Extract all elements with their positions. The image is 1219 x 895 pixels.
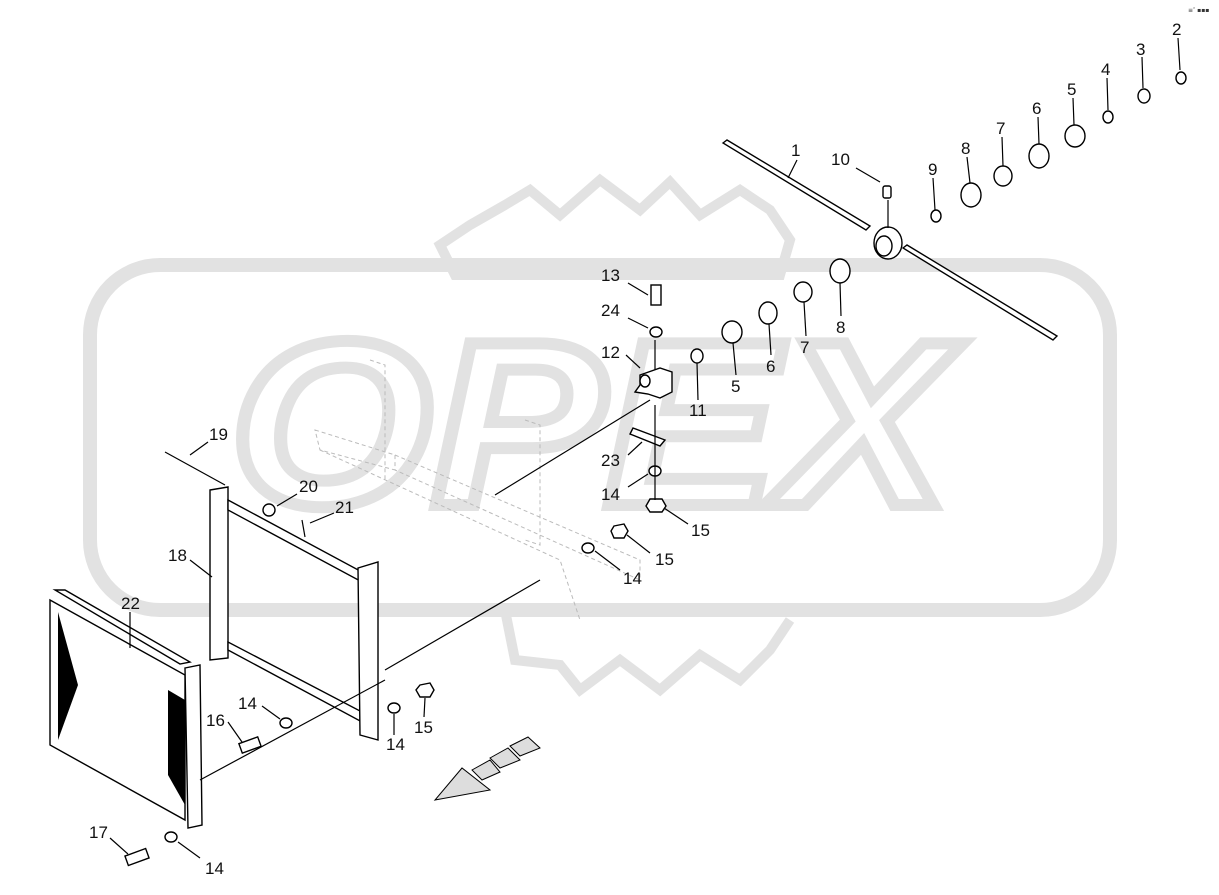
washer-20 bbox=[262, 503, 276, 517]
ring-7-lower bbox=[793, 281, 813, 303]
upper-ring-chain bbox=[930, 71, 1187, 223]
callout-14e: 14 bbox=[205, 859, 224, 878]
rod-assembly bbox=[164, 451, 306, 538]
ring-5-lower bbox=[721, 320, 743, 344]
callout-8b: 8 bbox=[836, 318, 845, 337]
callout-21: 21 bbox=[335, 498, 354, 517]
radiator-side-plate bbox=[184, 664, 203, 829]
callout-17: 17 bbox=[89, 823, 108, 842]
callout-3: 3 bbox=[1136, 40, 1145, 59]
ring-9 bbox=[930, 209, 942, 223]
ring-11 bbox=[690, 348, 704, 364]
ring-6-lower bbox=[758, 301, 778, 325]
radiator-top bbox=[52, 589, 192, 665]
ghost-frame bbox=[314, 359, 641, 621]
callout-10: 10 bbox=[831, 150, 850, 169]
radiator-22 bbox=[49, 589, 203, 829]
callout-15c: 15 bbox=[414, 718, 433, 737]
callout-12: 12 bbox=[601, 343, 620, 362]
bolt-13 bbox=[650, 284, 662, 306]
radiator-fin-right bbox=[168, 690, 185, 805]
nut-15a bbox=[645, 498, 667, 513]
lower-ring-chain bbox=[690, 258, 851, 364]
callout-15b: 15 bbox=[655, 550, 674, 569]
washer-14e bbox=[164, 831, 178, 843]
pin-21 bbox=[301, 519, 306, 538]
rod-19 bbox=[164, 451, 226, 486]
washer-24 bbox=[649, 326, 663, 338]
bearing-8-upper bbox=[960, 182, 982, 208]
ring-7-upper bbox=[993, 165, 1013, 187]
radiator-face bbox=[49, 598, 186, 822]
callout-18: 18 bbox=[168, 546, 187, 565]
callout-6b: 6 bbox=[766, 357, 775, 376]
frame-18 bbox=[209, 486, 379, 741]
callout-6: 6 bbox=[1032, 99, 1041, 118]
washer-14d bbox=[387, 702, 401, 714]
callout-14b: 14 bbox=[623, 569, 642, 588]
radiator-fin-left bbox=[58, 612, 78, 740]
callout-5b: 5 bbox=[731, 377, 740, 396]
shim-23 bbox=[629, 427, 667, 447]
grease-nipple bbox=[882, 185, 892, 199]
direction-arrow bbox=[433, 736, 541, 801]
callout-14a: 14 bbox=[601, 485, 620, 504]
watermark-text: OPEX bbox=[230, 292, 964, 555]
callout-15a: 15 bbox=[691, 521, 710, 540]
callout-4: 4 bbox=[1101, 60, 1110, 79]
rail-part-1 bbox=[721, 139, 1059, 341]
callout-20: 20 bbox=[299, 477, 318, 496]
callout-19: 19 bbox=[209, 425, 228, 444]
ring-2 bbox=[1175, 71, 1187, 85]
bolt-17 bbox=[124, 847, 150, 867]
watermark: OPEX bbox=[83, 173, 1117, 697]
watermark-gear-lower bbox=[500, 609, 795, 697]
callout-5: 5 bbox=[1067, 80, 1076, 99]
ring-3 bbox=[1137, 88, 1151, 104]
callout-16: 16 bbox=[206, 711, 225, 730]
callout-8: 8 bbox=[961, 139, 970, 158]
assembly-lines bbox=[199, 200, 889, 781]
washer-14b bbox=[581, 542, 595, 554]
washer-14c bbox=[279, 717, 293, 729]
bracket-bore bbox=[639, 374, 651, 388]
callout-13: 13 bbox=[601, 266, 620, 285]
leader-lines bbox=[109, 37, 1181, 859]
callout-23: 23 bbox=[601, 451, 620, 470]
ring-5-upper bbox=[1064, 124, 1086, 148]
bolt-16 bbox=[237, 735, 263, 755]
callout-7: 7 bbox=[996, 119, 1005, 138]
ring-4 bbox=[1102, 110, 1114, 124]
callout-24: 24 bbox=[601, 301, 620, 320]
callout-14d: 14 bbox=[386, 735, 405, 754]
nut-15b bbox=[610, 523, 629, 539]
bearing-8-lower bbox=[829, 258, 851, 284]
callout-7b: 7 bbox=[800, 338, 809, 357]
ring-6-upper bbox=[1028, 143, 1050, 169]
callout-14c: 14 bbox=[238, 694, 257, 713]
callout-labels: 1 2 3 4 5 6 7 8 9 10 13 24 12 11 5 6 7 8… bbox=[89, 20, 1181, 878]
hub-bore bbox=[875, 235, 893, 257]
callout-9: 9 bbox=[928, 160, 937, 179]
bracket-assembly bbox=[629, 284, 673, 513]
callout-1: 1 bbox=[791, 141, 800, 160]
watermark-frame bbox=[83, 258, 1117, 617]
callout-2: 2 bbox=[1172, 20, 1181, 39]
callout-11: 11 bbox=[689, 401, 707, 420]
callout-22: 22 bbox=[121, 594, 140, 613]
nut-15c bbox=[415, 682, 435, 698]
corner-mark: ≡″ ▪▪▪ bbox=[1188, 7, 1209, 14]
